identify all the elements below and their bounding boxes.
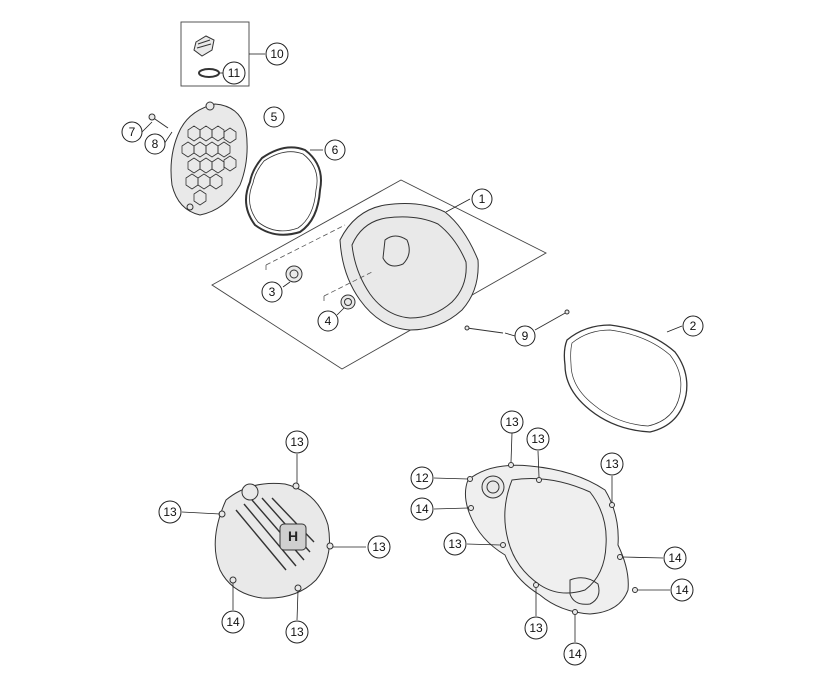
svg-text:13: 13 (290, 625, 304, 639)
callout-13-housing-e: 13 (524, 616, 548, 640)
svg-text:14: 14 (568, 647, 582, 661)
cover-gasket-6 (245, 146, 322, 236)
callout-4: 4 (317, 310, 339, 332)
callout-2: 2 (682, 315, 704, 337)
callout-10: 10 (265, 42, 289, 66)
brand-logo-mark: H (288, 528, 298, 544)
callout-11: 11 (222, 61, 246, 85)
grille-screw (148, 113, 169, 129)
svg-text:13: 13 (372, 540, 386, 554)
svg-text:13: 13 (529, 621, 543, 635)
connecting-wire-9 (464, 309, 570, 334)
svg-text:14: 14 (226, 615, 240, 629)
callout-5: 5 (263, 106, 285, 128)
oil-filler-plug-group (180, 21, 265, 87)
callout-12: 12 (410, 466, 434, 490)
callout-14-housing-a: 14 (410, 497, 434, 521)
svg-text:13: 13 (163, 505, 177, 519)
svg-text:5: 5 (271, 110, 278, 124)
svg-text:1: 1 (479, 192, 486, 206)
callout-1: 1 (471, 188, 493, 210)
svg-text:3: 3 (269, 285, 276, 299)
svg-text:7: 7 (129, 125, 136, 139)
callout-13-right-cover: 13 (367, 535, 391, 559)
svg-text:12: 12 (415, 471, 429, 485)
svg-text:13: 13 (531, 432, 545, 446)
svg-text:4: 4 (325, 314, 332, 328)
svg-text:14: 14 (668, 551, 682, 565)
o-ring-11 (198, 68, 220, 78)
callout-14-bottom-cover: 14 (221, 610, 245, 634)
callout-13-housing-d: 13 (443, 532, 467, 556)
svg-text:6: 6 (332, 143, 339, 157)
callout-13-housing-a: 13 (500, 410, 524, 434)
callout-9: 9 (514, 325, 536, 347)
clutch-cover-grille (170, 101, 248, 216)
svg-text:9: 9 (522, 329, 529, 343)
callout-13-left-cover: 13 (158, 500, 182, 524)
callout-14-housing-d: 14 (563, 642, 587, 666)
callout-8: 8 (144, 133, 166, 155)
callout-3: 3 (261, 281, 283, 303)
callout-7: 7 (121, 121, 143, 143)
clutch-housing-bolt-map (464, 462, 638, 615)
svg-text:13: 13 (448, 537, 462, 551)
oil-filler-plug (193, 35, 215, 57)
callout-13-housing-b: 13 (526, 427, 550, 451)
svg-text:14: 14 (415, 502, 429, 516)
clutch-cover-group (211, 179, 547, 370)
svg-text:2: 2 (690, 319, 697, 333)
callout-13-top-left-cover: 13 (285, 430, 309, 454)
shaft-seal-3 (285, 265, 303, 283)
svg-text:13: 13 (605, 457, 619, 471)
svg-text:11: 11 (228, 66, 241, 80)
callout-6: 6 (324, 139, 346, 161)
svg-text:8: 8 (152, 137, 159, 151)
outer-clutch-cover: H (214, 482, 334, 599)
callout-14-housing-c: 14 (670, 578, 694, 602)
callout-13-bottom-cover: 13 (285, 620, 309, 644)
housing-gasket-2 (563, 324, 688, 433)
shaft-seal-4 (340, 294, 356, 310)
svg-text:14: 14 (675, 583, 689, 597)
svg-text:13: 13 (505, 415, 519, 429)
svg-text:13: 13 (290, 435, 304, 449)
svg-text:10: 10 (270, 47, 284, 61)
callout-14-housing-b: 14 (663, 546, 687, 570)
callout-13-housing-c: 13 (600, 452, 624, 476)
